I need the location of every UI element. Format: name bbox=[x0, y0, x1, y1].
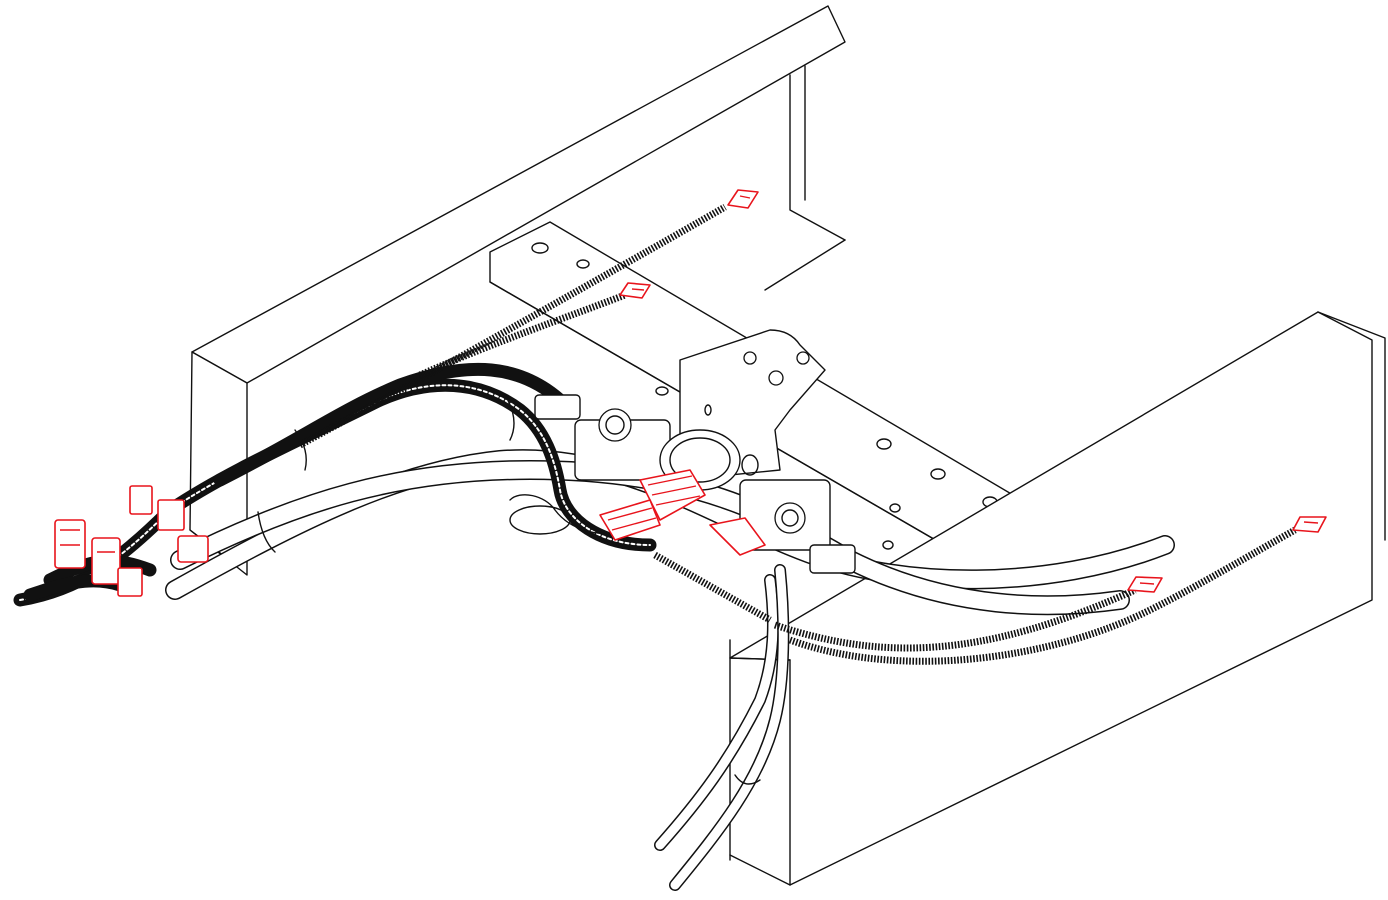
sensor-cables bbox=[298, 203, 1297, 665]
sensor-connectors bbox=[54, 189, 1327, 597]
frame-rail-rear bbox=[189, 5, 846, 576]
